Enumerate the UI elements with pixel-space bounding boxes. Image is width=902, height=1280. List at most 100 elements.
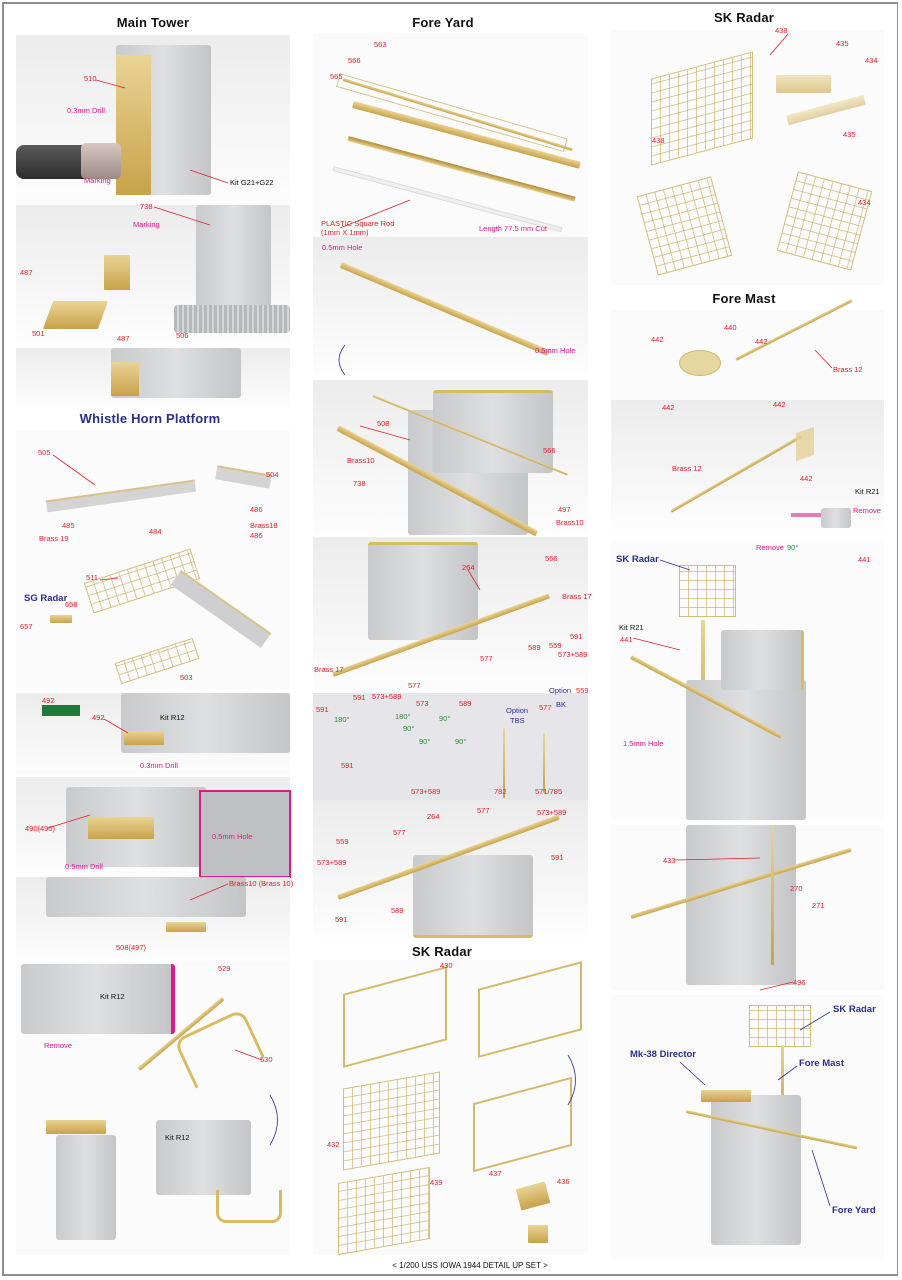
- part-label: 573+589: [558, 650, 588, 659]
- horn-part: [166, 922, 206, 932]
- part-label: 589: [528, 643, 541, 652]
- part-label: 573+589: [537, 808, 567, 817]
- part-label: 577: [480, 654, 493, 663]
- platform-model: [721, 630, 804, 690]
- platform-440: [679, 350, 721, 376]
- sk-radar-mounted: [679, 565, 736, 617]
- part-label: 505: [38, 448, 51, 457]
- instruction-label: 0.3mm Drill: [67, 106, 105, 115]
- instruction-label: Marking: [133, 220, 160, 229]
- part-label: 658: [65, 600, 78, 609]
- section-title-fore-mast: Fore Mast: [712, 291, 776, 306]
- instruction-label: 0.3mm Drill: [140, 761, 178, 770]
- part-label: 484: [149, 527, 162, 536]
- callout-fore-mast: Fore Mast: [799, 1058, 844, 1069]
- part-label: 435: [836, 39, 849, 48]
- instruction-label: Remove: [853, 506, 881, 515]
- callout-sg-radar: SG Radar: [24, 593, 68, 604]
- instruction-label: Marking: [84, 176, 111, 185]
- kit-label: Kit R21: [619, 623, 644, 632]
- instruction-label: 0.5mm Hole: [322, 243, 363, 252]
- part-label: Brass 17: [562, 592, 592, 601]
- etched-plate-501: [42, 301, 109, 329]
- kit-label: Kit R12: [100, 992, 125, 1001]
- radar-mesh: [776, 171, 873, 271]
- part-label: 438: [652, 136, 665, 145]
- part-label: 591: [551, 853, 564, 862]
- remove-mark: [791, 513, 821, 517]
- part-label: 591: [353, 693, 366, 702]
- radar-mesh: [651, 51, 753, 166]
- callout-fore-yard: Fore Yard: [832, 1205, 876, 1216]
- part-label: 430: [440, 961, 453, 970]
- part-label: 438: [775, 26, 788, 35]
- main-tower-step-1: [16, 35, 290, 205]
- rail-part: [216, 1190, 282, 1223]
- part-label: (1mm X 1mm): [321, 228, 369, 237]
- part-label: 441: [620, 635, 633, 644]
- platform-model: [368, 542, 478, 640]
- part-label: Brass18: [250, 521, 278, 530]
- main-tower-result: [16, 348, 290, 408]
- kit-r12-model: [156, 1120, 251, 1195]
- part-label: 432: [327, 1140, 340, 1149]
- platform-504: [215, 465, 272, 489]
- part-label: 436: [557, 1177, 570, 1186]
- angle-label: 90°: [787, 543, 799, 552]
- yard-channel: [347, 136, 576, 202]
- etched-box: [111, 362, 139, 396]
- part-label: 506: [176, 331, 189, 340]
- part-492-diagram: [42, 705, 80, 716]
- part-label: 437: [489, 1169, 502, 1178]
- section-title-fore-yard: Fore Yard: [412, 15, 474, 30]
- part-label: 589: [391, 906, 404, 915]
- instruction-label: Remove: [44, 1041, 72, 1050]
- part-label: 492: [42, 696, 55, 705]
- part-label: 529: [218, 964, 231, 973]
- bridge-step-490: [16, 777, 291, 878]
- part-label: 496: [793, 978, 806, 987]
- etched-box: [104, 255, 130, 290]
- part-label: 577: [477, 806, 490, 815]
- radar-base: [528, 1225, 548, 1243]
- part-label: 439: [430, 1178, 443, 1187]
- sk-radar-mounted: [749, 1005, 811, 1047]
- section-title-main-tower: Main Tower: [116, 15, 190, 30]
- part-label: 559: [336, 837, 349, 846]
- part-label: 441: [858, 555, 871, 564]
- part-label: 565: [330, 72, 343, 81]
- kit-r12-model: [21, 964, 175, 1034]
- fore-yard-step-3: [313, 380, 588, 537]
- part-label: 264: [427, 812, 440, 821]
- part-label: 490(490): [25, 824, 56, 833]
- platform-442: [796, 426, 814, 462]
- part-label: 442: [662, 403, 675, 412]
- angle-label: 180°: [395, 712, 411, 721]
- section-title-sk-radar-mid: SK Radar: [411, 944, 473, 959]
- fore-mast-installed: [611, 540, 884, 820]
- part-label: 510: [84, 74, 97, 83]
- sk-radar-assembly: [611, 30, 884, 285]
- brass-12-rod: [670, 435, 802, 513]
- part-434: [786, 94, 866, 126]
- kit-label: Kit R12: [165, 1133, 190, 1142]
- callout-sk-radar: SK Radar: [616, 554, 659, 565]
- fore-mast-detail: [611, 825, 884, 990]
- part-label: 487: [20, 268, 33, 277]
- option-label: Option: [549, 686, 572, 695]
- walkway-model: [170, 570, 272, 648]
- part-label: Brass 19: [39, 534, 69, 543]
- option-label: TBS: [510, 716, 525, 725]
- instruction-label: 0.5mm Hole: [535, 346, 576, 355]
- part-label: 591: [335, 915, 348, 924]
- part-label: 487: [117, 334, 130, 343]
- part-label: Brass10 (Brass 10): [229, 879, 294, 888]
- fore-yard-step-4: [313, 537, 588, 692]
- part-label: Brass10: [347, 456, 375, 465]
- part-label: 440: [724, 323, 737, 332]
- part-label: 501: [32, 329, 45, 338]
- director-part: [46, 1120, 106, 1134]
- drill-chuck: [81, 143, 121, 179]
- fore-mast-rod: [771, 825, 774, 965]
- part-label: 435: [843, 130, 856, 139]
